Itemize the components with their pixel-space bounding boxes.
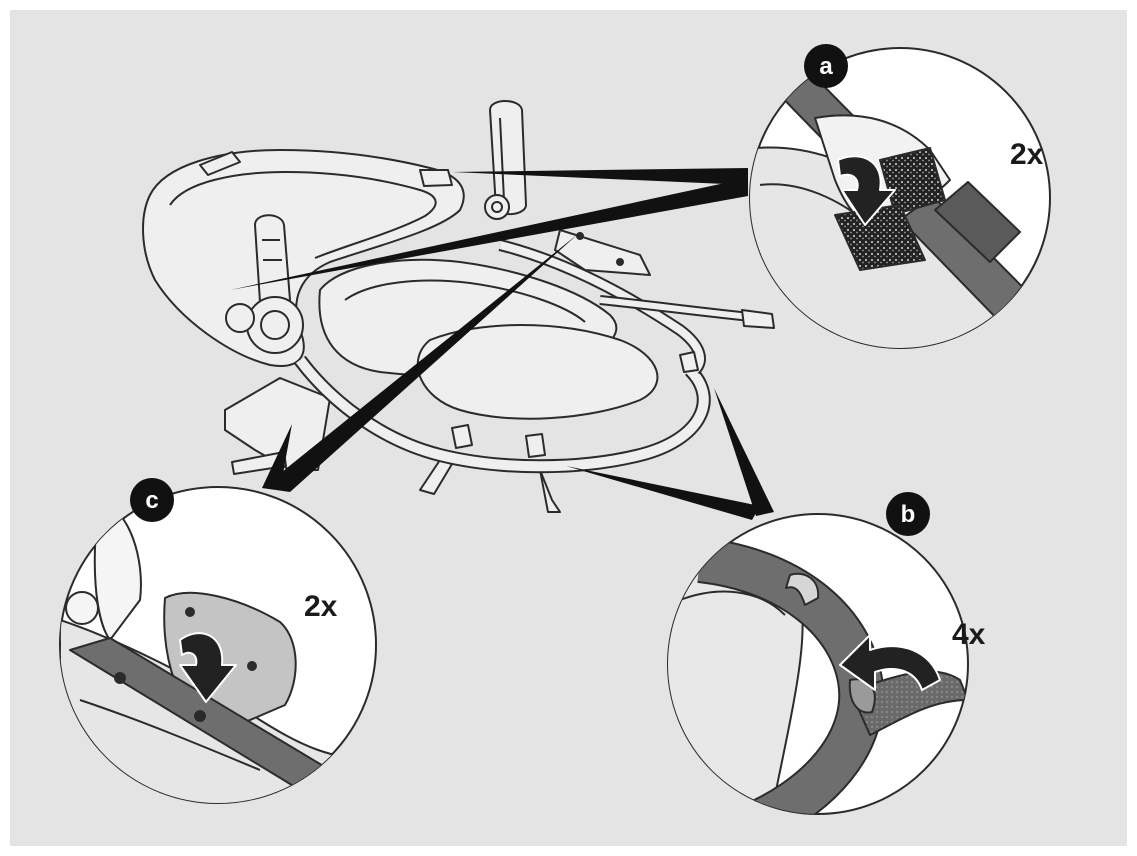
callout-b-count: 4x [952,618,986,651]
callout-a-badge [804,44,848,88]
callout-c-badge [130,478,174,522]
callout-c-tube-screw [194,710,206,722]
headrest-post-inner [499,117,505,201]
callout-a-label: a [819,53,833,80]
callout-b-strap [849,670,968,736]
pointer-b-lower [566,466,760,520]
callout-c: c 2x [59,478,377,804]
callout-c-arrow [179,632,237,703]
pointer-b-upper [714,388,774,516]
callout-c-post-knob [65,591,99,625]
callout-b-band [785,572,820,606]
callout-c-count: 2x [304,590,338,623]
callout-c-screw [185,607,195,617]
tube-clip [451,424,473,449]
callout-c-label: c [145,487,158,514]
lower-strap-left [231,451,287,475]
seat-shell-inner-rim [169,171,437,259]
seat-shell [142,149,465,367]
tube-clip [525,433,546,458]
callout-b-seat-lip-inner [679,590,786,616]
mounting-plate-screw [616,258,624,266]
seat-cushion-inner [344,279,586,323]
seat-frame-illustration [142,100,775,513]
pointer-wedges [230,168,774,520]
footrest-cushion [416,324,659,420]
callout-b-label: b [901,501,916,528]
callout-b: b 4x [667,492,986,815]
mounting-plate-screw [576,232,584,240]
callout-a-count: 2x [1010,138,1044,171]
left-adjuster [254,214,291,311]
lower-strap-right [539,469,561,513]
callout-b-arrow [839,634,941,691]
pointer-a-upper [452,168,748,185]
callout-c-screw [247,661,257,671]
hinge-knob-upper-center [491,201,503,213]
mounting-plate [554,229,651,276]
left-adjuster-detail [262,239,282,261]
callout-a-tube-sleeve [934,181,1021,263]
side-rail-fill [599,297,761,321]
side-buckle [741,309,775,329]
pointer-a-lower [230,178,748,290]
callout-a: a 2x [749,44,1051,349]
shell-side-clip [419,169,453,187]
tube-clip [679,351,699,373]
pointer-c-secondary [262,424,292,490]
hinge-disc-small [225,303,255,333]
shell-top-handle [199,151,241,176]
callout-b-badge [886,492,930,536]
callout-c-tube-screw [114,672,126,684]
callout-c-fabric-fold [79,699,261,771]
pointer-c [262,234,578,492]
hinge-disc-inner [260,310,290,340]
frame-rail-upper-fill [499,241,704,373]
callout-a-arrow [837,155,896,226]
